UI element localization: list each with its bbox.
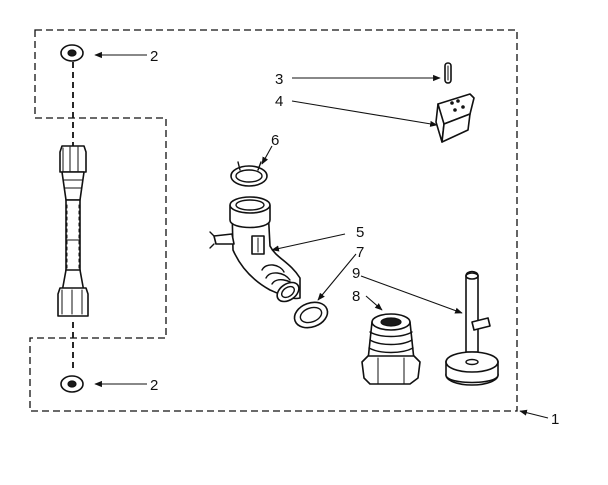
callout-1: 1	[551, 411, 559, 428]
callout-9: 9	[352, 265, 360, 282]
pin	[444, 62, 452, 84]
leader-6	[261, 145, 273, 165]
callout-7: 7	[356, 244, 364, 261]
callout-8: 8	[352, 288, 360, 305]
leader-9	[360, 275, 463, 314]
callout-4: 4	[275, 93, 283, 110]
leader-1	[519, 409, 549, 419]
fill-hose	[57, 145, 89, 317]
drain-elbow	[209, 196, 301, 303]
plunger	[445, 270, 499, 386]
leader-7	[317, 253, 357, 301]
callout-5: 5	[356, 224, 364, 241]
callout-6: 6	[271, 132, 279, 149]
leader-5	[271, 233, 346, 252]
callout-2-bottom: 2	[150, 377, 158, 394]
check-valve	[361, 313, 421, 385]
o-ring	[293, 301, 329, 329]
leader-8	[365, 295, 383, 311]
callout-3: 3	[275, 71, 283, 88]
washer-top	[60, 44, 84, 62]
callout-2-top: 2	[150, 48, 158, 65]
washer-bottom	[60, 375, 84, 393]
kit-boundary	[29, 29, 518, 412]
clip	[435, 93, 475, 143]
clamp-ring	[230, 161, 268, 187]
leader-4	[291, 100, 438, 127]
